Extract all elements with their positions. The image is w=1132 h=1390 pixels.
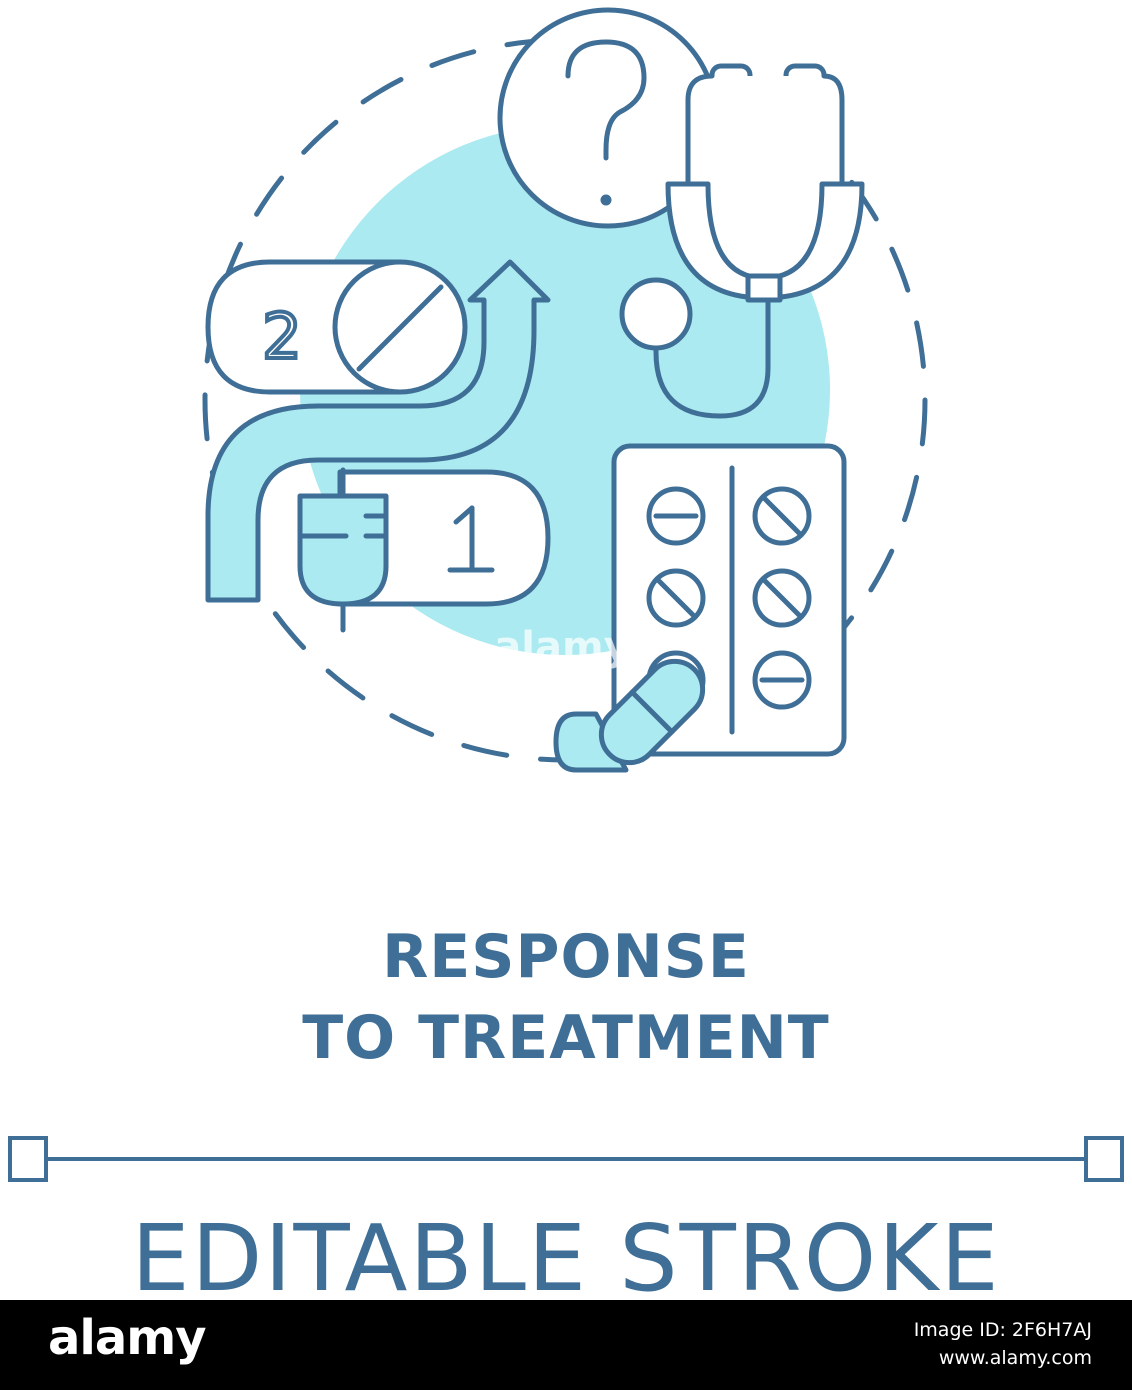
illustration-number-2: 2 — [262, 300, 301, 373]
pill-badge-2-icon — [205, 259, 468, 395]
loose-pills-icon — [553, 658, 706, 773]
footer-image-info: Image ID: 2F6H7AJ www.alamy.com — [914, 1316, 1092, 1372]
arrow-path-icon — [205, 259, 551, 603]
response-to-treatment-illustration: 2 alamy — [202, 7, 928, 773]
editable-stroke-rule — [8, 1136, 1124, 1182]
iv-bag-icon — [297, 467, 389, 633]
title-line-2: TO TREATMENT — [302, 1003, 830, 1073]
title-line-1: RESPONSE — [382, 922, 750, 992]
question-bubble-icon — [497, 7, 719, 229]
editable-stroke-label: EDITABLE STROKE — [131, 1205, 1001, 1312]
stock-footer-bar: alamy Image ID: 2F6H7AJ www.alamy.com — [0, 1300, 1132, 1390]
watermark-text: alamy — [494, 624, 629, 670]
badge-1-icon — [337, 469, 551, 607]
rule-left-handle — [8, 1136, 48, 1182]
rule-right-handle — [1084, 1136, 1124, 1182]
footer-site[interactable]: www.alamy.com — [938, 1347, 1092, 1369]
footer-image-id: Image ID: 2F6H7AJ — [913, 1319, 1092, 1341]
stethoscope-icon — [619, 63, 865, 419]
footer-logo[interactable]: alamy — [48, 1310, 207, 1366]
